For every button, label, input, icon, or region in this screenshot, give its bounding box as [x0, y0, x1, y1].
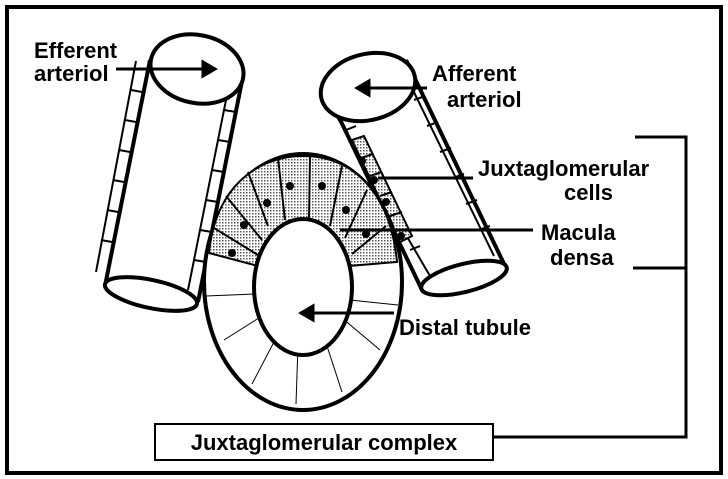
complex-label: Juxtaglomerular complex — [156, 425, 492, 461]
distal-tubule-label: Distal tubule — [399, 316, 531, 339]
complex-label-box: Juxtaglomerular complex — [154, 423, 494, 461]
jg-cells-label-line1: Juxtaglomerular — [478, 157, 649, 180]
afferent-label-line1: Afferent — [432, 62, 516, 85]
afferent-label-line2: arteriol — [447, 88, 522, 111]
macula-label-line2: densa — [550, 246, 614, 269]
tubule-lumen — [254, 219, 352, 355]
macula-label-line1: Macula — [541, 221, 616, 244]
efferent-label-line2: arteriol — [34, 62, 109, 85]
jg-cells-label-line2: cells — [564, 181, 613, 204]
efferent-label-line1: Efferent — [34, 39, 117, 62]
distal-tubule — [204, 154, 402, 410]
